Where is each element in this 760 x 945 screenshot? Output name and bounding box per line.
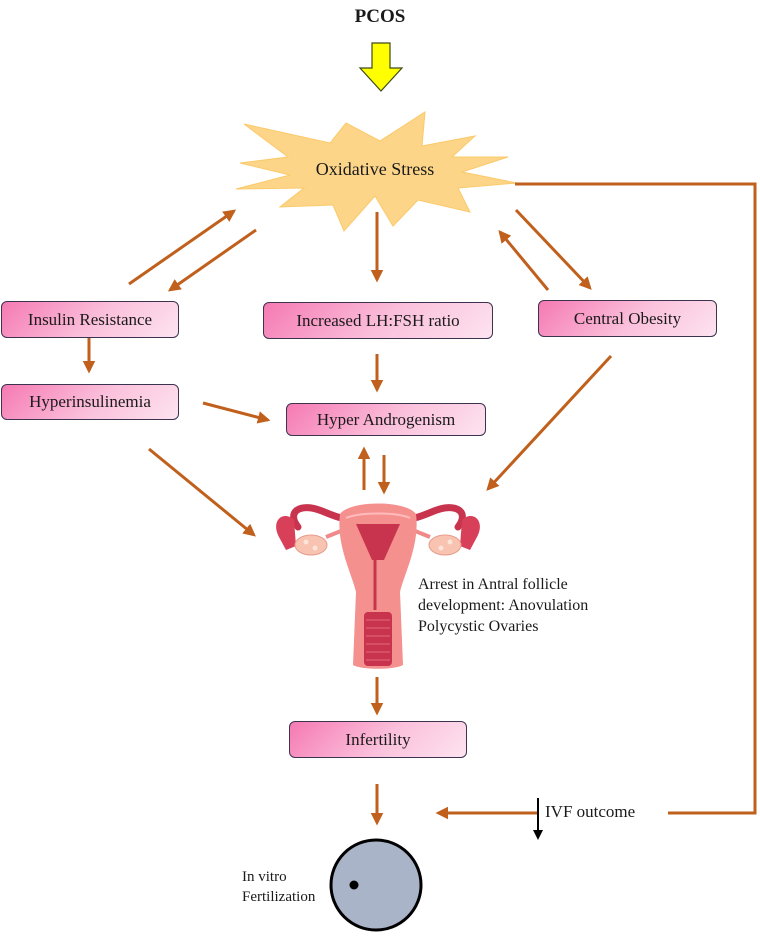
arrow-stress-to-obesity (514, 208, 592, 290)
arrow-stress-to-insulin (167, 228, 257, 292)
arrest-follicle-annotation: Arrest in Antral follicle development: A… (418, 576, 589, 635)
ivf-outcome-label: IVF outcome (545, 802, 636, 821)
node-lh-fsh-ratio: Increased LH:FSH ratio (263, 302, 493, 339)
oxidative-stress-label: Oxidative Stress (315, 159, 435, 179)
node-insulin-resistance: Insulin Resistance (1, 301, 179, 338)
oxidative-stress-starburst (235, 111, 518, 232)
arrow-insulin-to-stress (128, 209, 237, 286)
arrow-obesity-to-uterus (486, 354, 613, 491)
node-hyper-androgenism: Hyper Androgenism (286, 403, 486, 436)
arrow-obesity-to-stress (498, 230, 550, 291)
node-hyperinsulinemia: Hyperinsulinemia (1, 384, 179, 420)
in-vitro-fertilization-label: In vitro Fertilization (242, 869, 316, 905)
arrow-hyperinsulinemia-to-androgenism (202, 401, 271, 424)
node-central-obesity: Central Obesity (538, 300, 717, 337)
node-infertility: Infertility (289, 721, 467, 758)
ivf-egg-cell-icon (329, 838, 423, 932)
feedback-line-stress-to-ivf (515, 182, 757, 815)
uterus-ovaries-illustration (276, 503, 480, 669)
egg-nucleus-icon (349, 880, 359, 890)
pcos-down-arrow-icon (358, 42, 404, 92)
diagram-title: PCOS (354, 6, 406, 27)
arrow-hyperinsulinemia-to-uterus (148, 447, 256, 537)
